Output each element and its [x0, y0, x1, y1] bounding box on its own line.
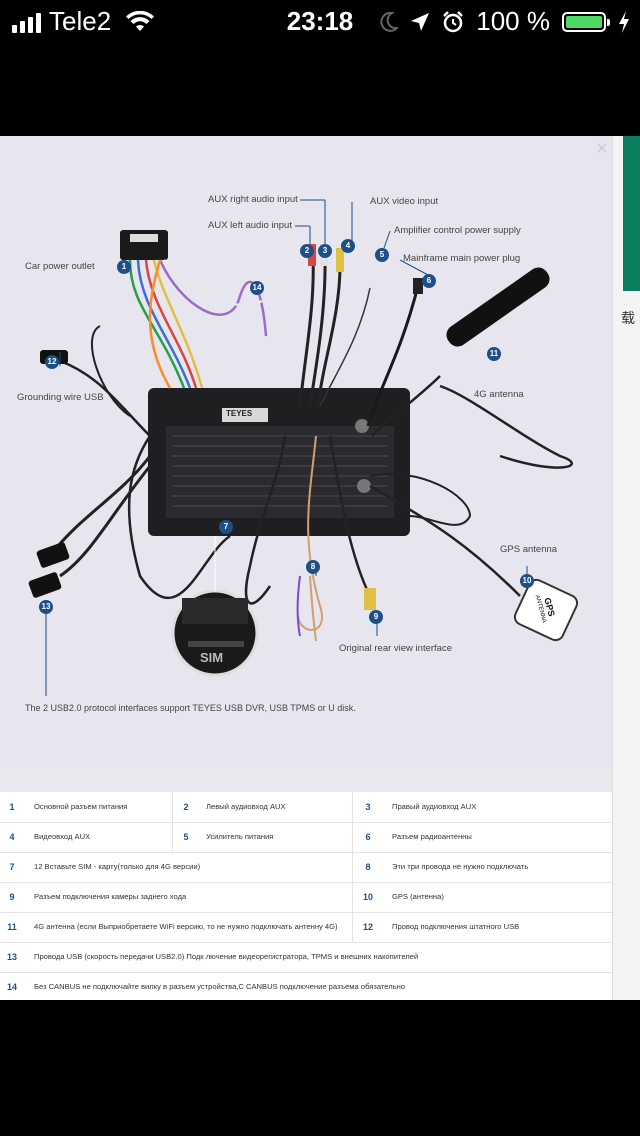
row-number: 8	[365, 862, 371, 872]
row-text: Разъем радиоантенны	[392, 832, 472, 841]
row-text: Провода USB (скорость передачи USB2.0) П…	[34, 952, 419, 961]
row-text: Разъем подключения камеры заднего хода	[34, 892, 187, 901]
row-number: 9	[9, 892, 15, 902]
sim-text: SIM	[200, 650, 224, 665]
label-car-power: Car power outlet	[25, 261, 95, 272]
row-text: Левый аудиовход AUX	[206, 802, 286, 811]
label-gps-antenna: GPS antenna	[500, 544, 558, 555]
background-green-bar	[623, 136, 640, 291]
label-usb-note: The 2 USB2.0 protocol interfaces support…	[25, 703, 356, 713]
moon-icon	[380, 11, 399, 32]
row-number: 14	[6, 982, 17, 992]
table-row: 11 4G антенна (если Выприобретаете WiFi …	[0, 912, 612, 943]
callout-13: 13	[39, 600, 53, 614]
row-number: 3	[365, 802, 371, 812]
battery-percent: 100 %	[476, 6, 550, 36]
row-text: Без CANBUS не подключайте вилку в разъем…	[34, 982, 406, 991]
background-text: 载	[621, 311, 635, 327]
row-text: Правый аудиовход AUX	[392, 802, 477, 811]
background-page-strip: 载	[612, 136, 640, 1000]
charging-bolt-icon	[619, 10, 629, 33]
wifi-icon	[126, 10, 155, 31]
location-arrow-icon	[411, 12, 430, 31]
label-mainframe-power: Mainframe main power plug	[403, 253, 521, 264]
table-row: 1 Основной разъем питания 2 Левый аудиов…	[0, 792, 612, 823]
callout-3: 3	[318, 244, 332, 258]
signal-icon	[12, 11, 41, 33]
callout-4: 4	[341, 239, 355, 253]
wiring-diagram-drawing	[28, 199, 579, 696]
row-text: Усилитель питания	[206, 832, 274, 841]
row-text: GPS (антенна)	[392, 892, 444, 901]
callout-10: 10	[520, 574, 534, 588]
callout-9: 9	[369, 610, 383, 624]
label-4g-antenna: 4G antenna	[474, 389, 524, 400]
table-row: 4 Видеовход AUX 5 Усилитель питания 6 Ра…	[0, 822, 612, 853]
row-text: Основной разъем питания	[34, 802, 128, 811]
row-number: 13	[6, 952, 17, 962]
close-icon[interactable]: ✕	[595, 141, 609, 158]
callout-11: 11	[487, 347, 501, 361]
row-number: 10	[362, 892, 373, 902]
row-number: 6	[365, 832, 371, 842]
callout-14: 14	[250, 281, 264, 295]
clock: 23:18	[286, 6, 354, 36]
row-number: 2	[183, 802, 189, 812]
table-row: 13 Провода USB (скорость передачи USB2.0…	[0, 942, 612, 973]
callout-5: 5	[375, 248, 389, 262]
row-number: 7	[9, 862, 15, 872]
row-number: 1	[9, 802, 15, 812]
status-bar: Tele2 23:18 100 %	[0, 0, 640, 42]
row-text: Видеовход AUX	[34, 832, 91, 841]
callout-12: 12	[45, 355, 59, 369]
device-brand: TEYES	[226, 409, 253, 418]
row-text: Провод подключения штатного USB	[392, 922, 520, 931]
callout-8: 8	[306, 560, 320, 574]
label-aux-left: AUX left audio input	[208, 220, 292, 231]
row-number: 4	[9, 832, 15, 842]
row-text: Эти три провода не нужно подключать	[392, 862, 529, 871]
table-row: 14 Без CANBUS не подключайте вилку в раз…	[0, 972, 612, 1000]
row-text: 12 Вставьте SIM - карту(только для 4G ве…	[34, 862, 201, 871]
row-number: 12	[362, 922, 373, 932]
row-text: 4G антенна (если Выприобретаете WiFi вер…	[34, 922, 338, 931]
row-number: 5	[183, 832, 189, 842]
label-aux-video: AUX video input	[370, 196, 439, 207]
alarm-icon	[443, 10, 464, 32]
callout-7: 7	[219, 520, 233, 534]
label-aux-right: AUX right audio input	[208, 194, 298, 205]
label-rear-view: Original rear view interface	[339, 643, 452, 654]
label-amp-control: Amplifier control power supply	[394, 225, 521, 236]
table-row: 7 12 Вставьте SIM - карту(только для 4G …	[0, 852, 612, 883]
wiring-diagram-image: ✕ AUX right audio input AUX video input …	[0, 136, 612, 768]
callout-6: 6	[422, 274, 436, 288]
image-viewer[interactable]: ✕ AUX right audio input AUX video input …	[0, 136, 640, 1000]
table-row: 9 Разъем подключения камеры заднего хода…	[0, 882, 612, 913]
carrier-name: Tele2	[49, 6, 112, 36]
legend-table: 1 Основной разъем питания 2 Левый аудиов…	[0, 792, 612, 1000]
label-grounding-usb: Grounding wire USB	[17, 392, 104, 403]
callout-2: 2	[300, 244, 314, 258]
battery-icon	[562, 11, 610, 32]
row-number: 11	[7, 922, 17, 932]
callout-1: 1	[117, 260, 131, 274]
